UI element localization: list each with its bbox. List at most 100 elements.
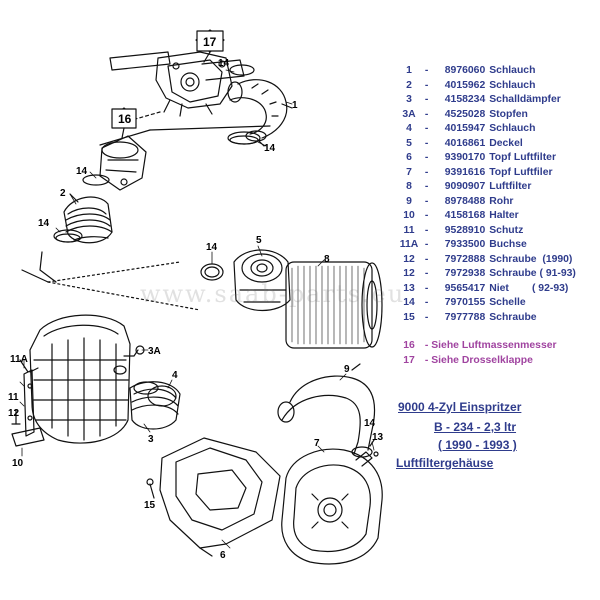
part-number: 3A [402, 108, 416, 120]
part-code: 4015962 [444, 79, 486, 91]
separator: - [422, 282, 432, 294]
lid-5-drawing [233, 249, 291, 311]
callout-1: 1 [292, 100, 298, 111]
separator: - [422, 123, 432, 134]
part-description: Schlauch [489, 123, 536, 134]
clamp-14-left-hose [53, 229, 83, 243]
part-code: 4525028 [444, 108, 486, 120]
callout-3a: 3A [148, 346, 161, 357]
part-number: 12 [403, 253, 415, 265]
callout-7: 7 [314, 438, 320, 449]
separator: - [422, 137, 432, 149]
part-number: 7 [406, 166, 412, 178]
separator: - [422, 311, 432, 323]
callout-3: 3 [148, 434, 154, 445]
reference-row: 16 - Siehe Luftmassenmesser [396, 339, 596, 354]
part-description: Niet ( 92-93) [489, 282, 569, 294]
watermark: www.saab-parts.eu [140, 280, 406, 308]
callout-14-a: 14 [264, 143, 276, 154]
part-description: Luftfilter [489, 181, 532, 192]
separator: - [422, 181, 432, 192]
bracket-10-11-drawing [11, 359, 45, 447]
part-number: 14 [403, 297, 415, 308]
callout-11a: 11A [10, 354, 28, 365]
housing-6-drawing [159, 437, 281, 557]
part-code: 8976060 [444, 65, 486, 76]
hose-1-drawing [227, 79, 293, 142]
part-description: Buchse [489, 239, 527, 250]
hose-4-drawing [129, 381, 181, 430]
part-code: 4015947 [444, 123, 486, 134]
separator: - [422, 340, 432, 351]
separator: - [422, 166, 432, 178]
part-description: Deckel [489, 137, 523, 149]
clamp-14-lid [200, 263, 224, 281]
part-description: Schraube [489, 311, 537, 323]
callout-14-c: 14 [76, 166, 88, 177]
part-code: 7972888 [444, 253, 486, 265]
callout-14-b: 14 [218, 58, 230, 69]
separator: - [422, 297, 432, 308]
part-number: 5 [406, 137, 412, 149]
part-number: 11A [399, 239, 419, 250]
callout-10: 10 [12, 458, 24, 469]
callout-14-f: 14 [364, 418, 376, 429]
callout-5: 5 [256, 235, 262, 246]
part-description: Schraube (1990) [489, 253, 573, 265]
callout-12: 12 [8, 408, 20, 419]
part-code: 9090907 [444, 181, 486, 192]
separator: - [422, 152, 432, 163]
part-code: 8978488 [444, 195, 486, 207]
part-number: 1 [406, 65, 412, 76]
part-code: 4016861 [444, 137, 486, 149]
separator: - [422, 239, 432, 250]
part-number: 4 [406, 123, 412, 134]
separator: - [422, 354, 432, 366]
clamp-14-meter [82, 174, 110, 186]
callout-4: 4 [172, 370, 178, 381]
part-number: 8 [406, 181, 412, 192]
silencer-3-drawing [29, 314, 145, 444]
reference-text: Siehe Luftmassenmesser [431, 340, 557, 351]
separator: - [422, 65, 432, 76]
part-number: 11 [403, 224, 415, 236]
callout-17: 17 [203, 35, 217, 49]
part-code: 9390170 [444, 152, 486, 163]
callout-leaders [19, 69, 375, 549]
air-mass-meter-drawing [99, 135, 147, 191]
part-number: 15 [403, 311, 415, 323]
part-code: 9391616 [444, 166, 486, 178]
part-description: Topf Luftfilter [489, 152, 556, 163]
part-code: 7933500 [444, 239, 486, 250]
separator: - [422, 224, 432, 236]
part-code: 4158168 [444, 210, 486, 221]
part-description: Schutz [489, 224, 524, 236]
title-section: Luftfiltergehäuse [396, 456, 494, 470]
part-code: 9565417 [444, 282, 486, 294]
part-description: Schalldämpfer [489, 94, 561, 105]
callout-2: 2 [60, 188, 66, 199]
part-number: 10 [403, 210, 415, 221]
callout-14-e: 14 [206, 242, 218, 253]
part-number: 12 [403, 268, 415, 279]
part-code: 9528910 [444, 224, 486, 236]
part-number: 13 [403, 282, 415, 294]
part-number: 2 [406, 79, 412, 91]
part-code: 7970155 [444, 297, 486, 308]
callout-16: 16 [118, 112, 132, 126]
separator: - [422, 210, 432, 221]
callout-8: 8 [324, 254, 330, 265]
separator: - [422, 108, 432, 120]
callout-16-box [111, 107, 137, 139]
